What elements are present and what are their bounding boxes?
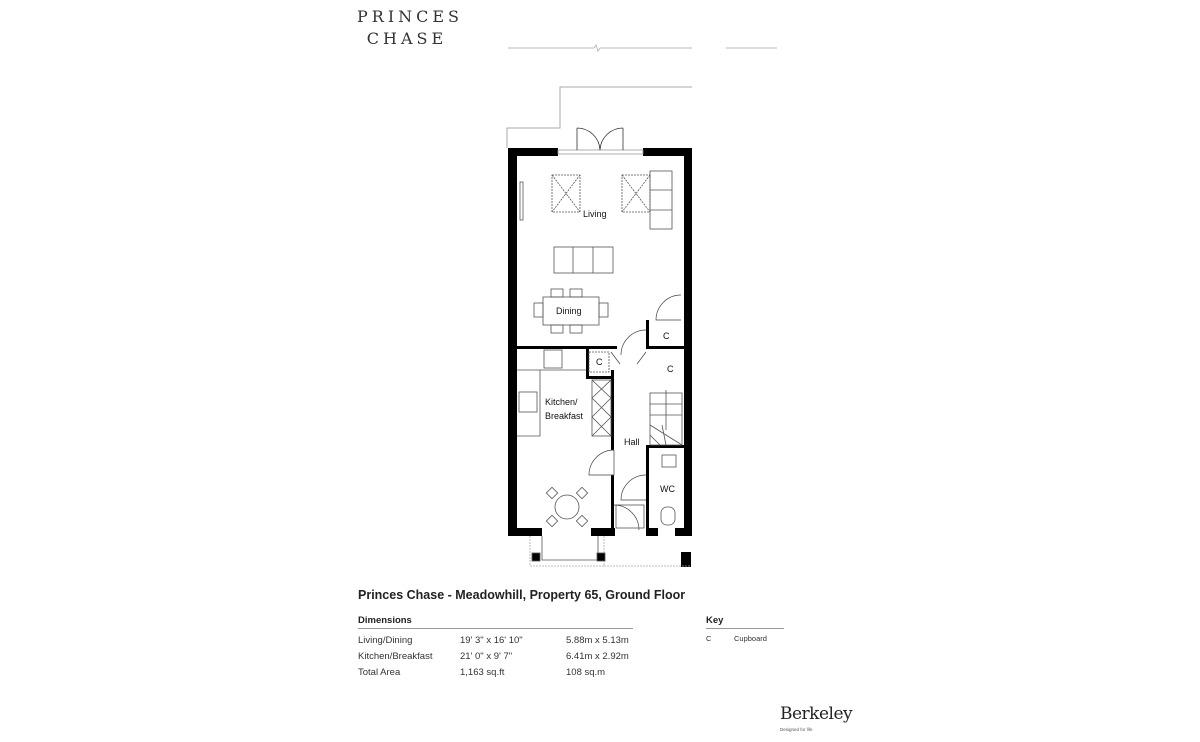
logo-tagline: Designed for life: [780, 727, 813, 732]
table-row: Kitchen/Breakfast 21' 0" x 9' 7" 6.41m x…: [358, 648, 633, 664]
key-row: C Cupboard: [706, 632, 784, 644]
room-name: Kitchen/Breakfast: [358, 650, 433, 662]
key-header: Key: [706, 615, 784, 629]
imperial: 21' 0" x 9' 7": [460, 650, 513, 662]
room-label-cupboard: C: [596, 357, 603, 367]
room-name: Total Area: [358, 666, 401, 678]
french-doors: [557, 127, 644, 155]
imperial: 1,163 sq.ft: [460, 666, 505, 678]
dimensions-table: Dimensions Living/Dining 19' 3" x 16' 10…: [358, 615, 633, 680]
room-label-cupboard: C: [663, 331, 670, 341]
brand-line-1: PRINCES: [357, 7, 464, 26]
metric: 5.88m x 5.13m: [566, 634, 629, 646]
metric: 108 sq.m: [566, 666, 606, 678]
key-meaning: Cupboard: [734, 633, 767, 643]
key-table: Key C Cupboard: [706, 615, 784, 644]
imperial: 19' 3" x 16' 10": [460, 634, 523, 646]
floor-plan: Living Dining Kitchen/ Breakfast Hall WC…: [506, 43, 777, 567]
metric: 6.41m x 2.92m: [566, 650, 629, 662]
furniture: [517, 170, 690, 567]
room-label-kitchen-2: Breakfast: [545, 411, 584, 421]
room-label-dining: Dining: [556, 306, 582, 316]
room-label-hall: Hall: [624, 437, 640, 447]
room-label-cupboard: C: [667, 364, 674, 374]
brand-logo: PRINCES CHASE: [357, 6, 464, 50]
logo-name: Berkeley: [780, 704, 853, 724]
doors: [588, 294, 682, 531]
key-code: C: [706, 633, 712, 643]
walls: [508, 148, 692, 567]
room-name: Living/Dining: [358, 634, 413, 646]
room-label-living: Living: [583, 209, 607, 219]
table-row: Living/Dining 19' 3" x 16' 10" 5.88m x 5…: [358, 632, 633, 648]
scale-lines: [508, 43, 777, 53]
berkeley-logo: Berkeley Designed for life: [780, 704, 853, 733]
garden-outline: [506, 86, 692, 148]
table-row: Total Area 1,163 sq.ft 108 sq.m: [358, 664, 633, 680]
brand-line-2: CHASE: [366, 29, 448, 48]
dimensions-header: Dimensions: [358, 615, 633, 629]
room-label-wc: WC: [660, 484, 675, 494]
plan-title: Princes Chase - Meadowhill, Property 65,…: [358, 588, 686, 602]
room-label-kitchen-1: Kitchen/: [545, 397, 578, 407]
